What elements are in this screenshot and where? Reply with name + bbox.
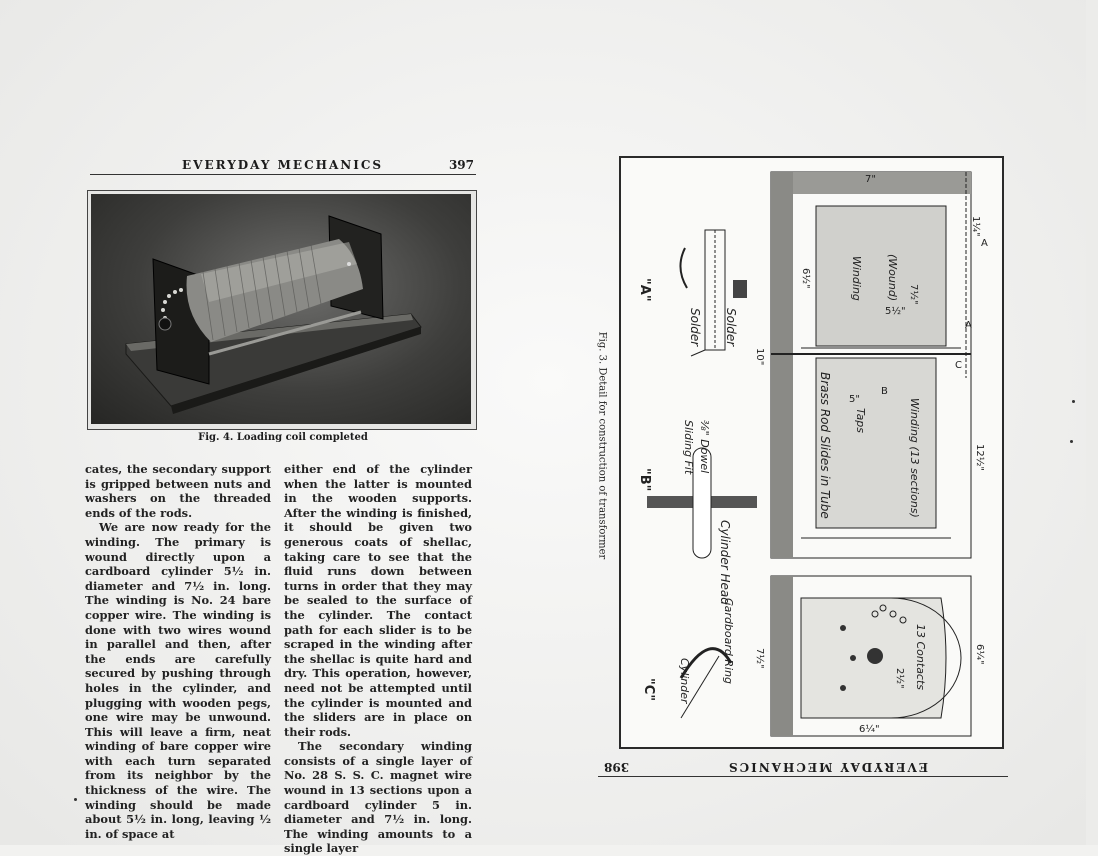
- header-page-number: 397: [448, 158, 474, 172]
- label-solder-2: Solder: [688, 308, 702, 347]
- dim-7: 7": [865, 174, 876, 185]
- end-view: 13 Contacts 7½" 6¼" 6¼" 2½": [754, 575, 986, 737]
- dim-6-quarter-bottom: 6¼": [859, 723, 880, 735]
- label-cardboard-ring: Cardboard Ring: [722, 598, 735, 684]
- scan-speck: [74, 798, 77, 801]
- side-view: Winding (Wound) Brass Rod Slides in Tube…: [754, 171, 988, 559]
- label-winding: Winding: [850, 256, 863, 301]
- dim-5-half: 5½": [885, 305, 906, 317]
- label-cylinder: Cylinder: [678, 658, 691, 705]
- dim-6-quarter-side: 6¼": [974, 644, 986, 665]
- dim-1-quarter: 1¼": [970, 216, 982, 237]
- text-column-2: either end of the cylinder when the latt…: [284, 462, 472, 856]
- footer-title: EVERYDAY MECHANICS: [726, 760, 928, 774]
- paragraph: The secondary winding consists of a sing…: [284, 739, 472, 856]
- marker-c: C: [955, 360, 962, 371]
- detail-b: "B" ⅜" Dowel Sliding Fit Cylinder Head: [637, 420, 757, 605]
- dim-5: 5": [849, 394, 860, 405]
- dim-2-half: 2½": [894, 668, 906, 689]
- marker-b: B: [881, 386, 888, 397]
- loading-coil-photo: [87, 190, 477, 430]
- dim-10: 10": [754, 348, 765, 365]
- detail-a: "A" Solder Solder: [637, 229, 747, 357]
- text-column-1: cates, the secondary support is gripped …: [85, 462, 271, 841]
- figure-4-caption: Fig. 4. Loading coil completed: [198, 432, 368, 443]
- label-c: "C": [641, 678, 656, 701]
- dim-6-half: 6½": [800, 268, 812, 289]
- label-brass-rod: Brass Rod Slides in Tube: [818, 372, 832, 519]
- detail-c: "C" Cardboard Ring Cylinder: [641, 598, 735, 719]
- label-a: "A": [637, 278, 652, 302]
- footer-page-number: 398: [604, 760, 630, 774]
- transformer-diagram: "A" Solder Solder "B" ⅜" Dowel Sliding F…: [637, 171, 988, 737]
- label-contacts: 13 Contacts: [914, 624, 927, 690]
- scan-speck: [1072, 400, 1075, 403]
- paragraph: We are now ready for the winding. The pr…: [85, 520, 271, 841]
- running-footer: EVERYDAY MECHANICS 398: [598, 756, 1008, 777]
- label-solder-1: Solder: [724, 308, 738, 347]
- paragraph: cates, the secondary support is gripped …: [85, 462, 271, 520]
- running-header: EVERYDAY MECHANICS 397: [90, 156, 476, 175]
- header-title: EVERYDAY MECHANICS: [182, 158, 384, 172]
- transformer-detail-figure: "A" Solder Solder "B" ⅜" Dowel Sliding F…: [619, 156, 1004, 749]
- paragraph: either end of the cylinder when the latt…: [284, 462, 472, 739]
- label-sliding-fit: Sliding Fit: [682, 420, 695, 475]
- page-edge: [1086, 0, 1098, 845]
- dim-7-half-top: 7½": [908, 284, 920, 305]
- loading-coil-illustration: [125, 215, 422, 414]
- label-cylinder-head: Cylinder Head: [718, 520, 732, 605]
- label-dowel: ⅜" Dowel: [698, 420, 711, 473]
- label-b: "B": [637, 468, 652, 491]
- label-winding-sections: Winding (13 sections): [908, 398, 921, 518]
- dim-7-half: 7½": [754, 648, 766, 669]
- marker-a-2: A: [965, 320, 972, 331]
- dim-12-half: 12½": [974, 444, 986, 471]
- marker-a-1: A: [981, 238, 988, 249]
- figure-3-caption-text: Fig. 3. Detail for construction of trans…: [596, 331, 608, 560]
- label-wound: (Wound): [886, 254, 899, 301]
- label-taps: Taps: [854, 408, 867, 433]
- scan-speck: [1070, 440, 1073, 443]
- photo-image: [91, 194, 471, 424]
- figure-3-caption: Fig. 3. Detail for construction of trans…: [592, 330, 608, 570]
